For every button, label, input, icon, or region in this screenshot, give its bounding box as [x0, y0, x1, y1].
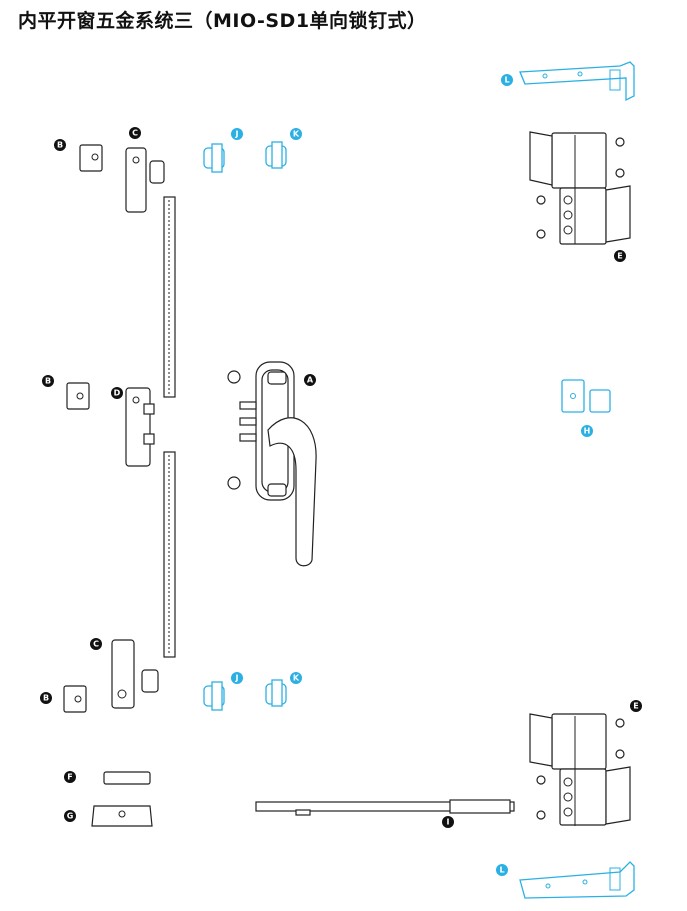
part-hinge-top [529, 131, 631, 245]
label-k-bottom: K [290, 672, 302, 684]
label-f: F [64, 771, 76, 783]
part-hinge-bottom [529, 713, 631, 826]
svg-text:E: E [617, 252, 622, 261]
part-f-corner [103, 771, 151, 785]
part-g-corner [91, 805, 153, 827]
svg-text:D: D [114, 389, 121, 398]
part-b-keeper-top [79, 144, 103, 172]
label-h: H [581, 425, 593, 437]
svg-text:L: L [499, 866, 504, 875]
label-e-top: E [614, 250, 626, 262]
label-j-bottom: J [231, 672, 243, 684]
svg-text:C: C [132, 129, 138, 138]
svg-text:J: J [235, 130, 239, 139]
label-e-bottom: E [630, 700, 642, 712]
part-l-bracket-top [519, 61, 635, 102]
label-l-bottom: L [496, 864, 508, 876]
label-c-top: C [129, 127, 141, 139]
part-i-bottom-bar [255, 799, 515, 816]
part-k-roller-top [265, 141, 287, 169]
svg-text:B: B [43, 694, 49, 703]
label-j-top: J [231, 128, 243, 140]
label-g: G [64, 810, 76, 822]
part-transmission-bar [163, 196, 176, 658]
svg-text:L: L [504, 76, 509, 85]
part-d-connector [125, 387, 155, 467]
label-k-top: K [290, 128, 302, 140]
svg-text:A: A [307, 376, 314, 385]
part-c-connector-bottom [111, 639, 159, 709]
part-j-roller-top [203, 143, 225, 173]
part-b-keeper-bottom [63, 685, 87, 713]
svg-text:B: B [57, 141, 63, 150]
svg-text:G: G [67, 812, 74, 821]
svg-text:K: K [293, 130, 300, 139]
svg-text:H: H [584, 427, 591, 436]
label-b-middle: B [42, 375, 54, 387]
label-l-top: L [501, 74, 513, 86]
svg-text:K: K [293, 674, 300, 683]
svg-text:F: F [67, 773, 72, 782]
part-l-bracket-bottom [519, 861, 635, 899]
svg-text:I: I [447, 818, 450, 827]
label-a: A [304, 374, 316, 386]
svg-text:E: E [633, 702, 638, 711]
part-b-keeper-middle [66, 382, 90, 410]
part-handle [227, 361, 317, 567]
part-k-roller-bottom [265, 679, 287, 707]
label-b-bottom: B [40, 692, 52, 704]
page-title: 内平开窗五金系统三（MIO-SD1单向锁钉式） [18, 10, 427, 32]
part-h-keeper [561, 379, 611, 413]
label-d: D [111, 387, 123, 399]
label-b-top: B [54, 139, 66, 151]
svg-text:J: J [235, 674, 239, 683]
svg-text:B: B [45, 377, 51, 386]
svg-text:C: C [93, 640, 99, 649]
label-i: I [442, 816, 454, 828]
label-c-bottom: C [90, 638, 102, 650]
part-c-connector-top [125, 147, 165, 213]
part-j-roller-bottom [203, 681, 225, 711]
